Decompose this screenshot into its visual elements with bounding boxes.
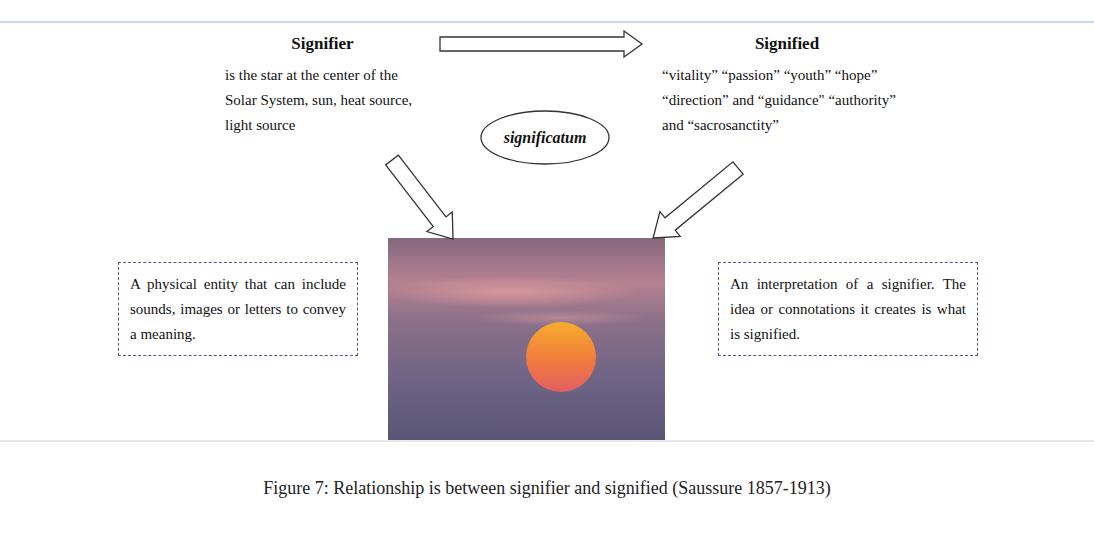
hollow-arrow-connector <box>440 31 642 57</box>
hollow-arrow <box>379 150 465 249</box>
signifier-block: Signifier is the star at the center of th… <box>225 34 420 138</box>
top-rule <box>0 22 1094 23</box>
definition-text: An interpretation of a signifier. The id… <box>730 272 966 347</box>
figure-caption: Figure 7: Relationship is between signif… <box>0 478 1094 499</box>
ellipse-shape <box>481 111 609 164</box>
body-text: is the star at the center of the Solar S… <box>225 63 420 138</box>
sun <box>526 322 596 392</box>
sunset-photo <box>380 238 665 440</box>
significatum-ellipse: significatum <box>480 110 610 165</box>
definition-text: A physical entity that can include sound… <box>130 272 346 347</box>
definition-box: An interpretation of a signifier. The id… <box>718 262 978 356</box>
caption-rule <box>0 441 1094 442</box>
heading-text: Signifier <box>225 34 420 54</box>
ellipse-label: significatum <box>504 129 587 147</box>
hollow-arrow <box>643 156 748 251</box>
definition-box: A physical entity that can include sound… <box>118 262 358 356</box>
signified-block: Signified “vitality” “passion” “youth” “h… <box>662 34 912 138</box>
sky <box>388 238 665 440</box>
body-text: “vitality” “passion” “youth” “hope” “dir… <box>662 63 912 138</box>
cloud-band <box>380 276 640 308</box>
heading-text: Signified <box>662 34 912 54</box>
